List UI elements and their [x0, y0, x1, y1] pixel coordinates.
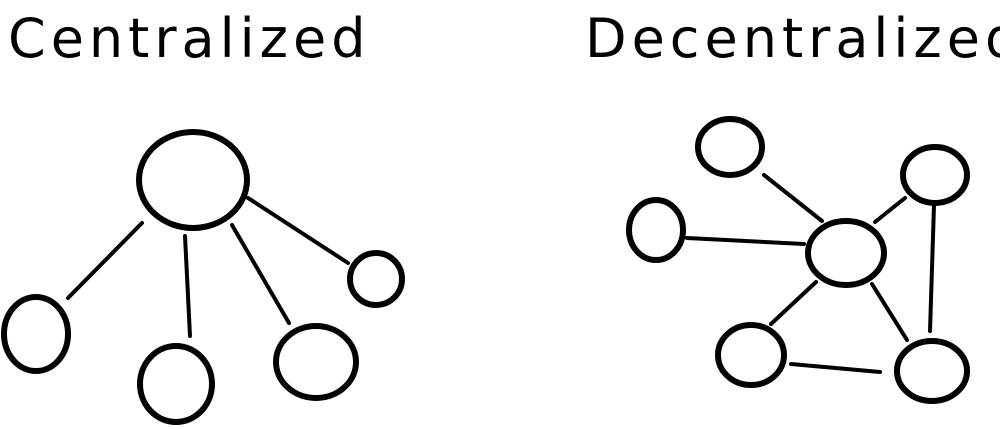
decentralized-node-center	[805, 218, 887, 288]
decentralized-edge-e	[870, 282, 909, 342]
decentralized-node-top-left	[695, 116, 765, 178]
centralized-network	[1, 129, 405, 425]
centralized-edge-hub-lower-right	[230, 223, 291, 325]
decentralized-node-top-right	[900, 144, 970, 206]
centralized-title: Centralized	[8, 7, 371, 70]
decentralized-edge-f	[928, 203, 936, 333]
decentralized-edge-c	[685, 236, 806, 246]
decentralized-network	[626, 116, 970, 404]
centralized-edge-hub-right	[246, 196, 350, 265]
centralized-leaf-node-bottom	[137, 343, 215, 425]
decentralized-node-left	[626, 197, 686, 263]
decentralized-edge-b	[873, 196, 907, 224]
decentralized-node-bottom-right	[894, 338, 970, 404]
decentralized-title: Decentralized	[585, 7, 1000, 70]
centralized-leaf-node-right	[347, 250, 405, 308]
decentralized-edge-a	[762, 173, 824, 223]
centralized-hub-node	[136, 129, 250, 231]
centralized-leaf-node-left	[1, 294, 71, 374]
decentralized-edge-d	[769, 280, 818, 326]
centralized-edge-hub-left	[66, 221, 144, 300]
centralized-leaf-node-lower-right	[273, 323, 359, 401]
decentralized-edge-g	[789, 362, 882, 374]
centralized-edge-hub-bottom	[183, 234, 192, 338]
decentralized-node-bottom-left	[715, 322, 787, 388]
